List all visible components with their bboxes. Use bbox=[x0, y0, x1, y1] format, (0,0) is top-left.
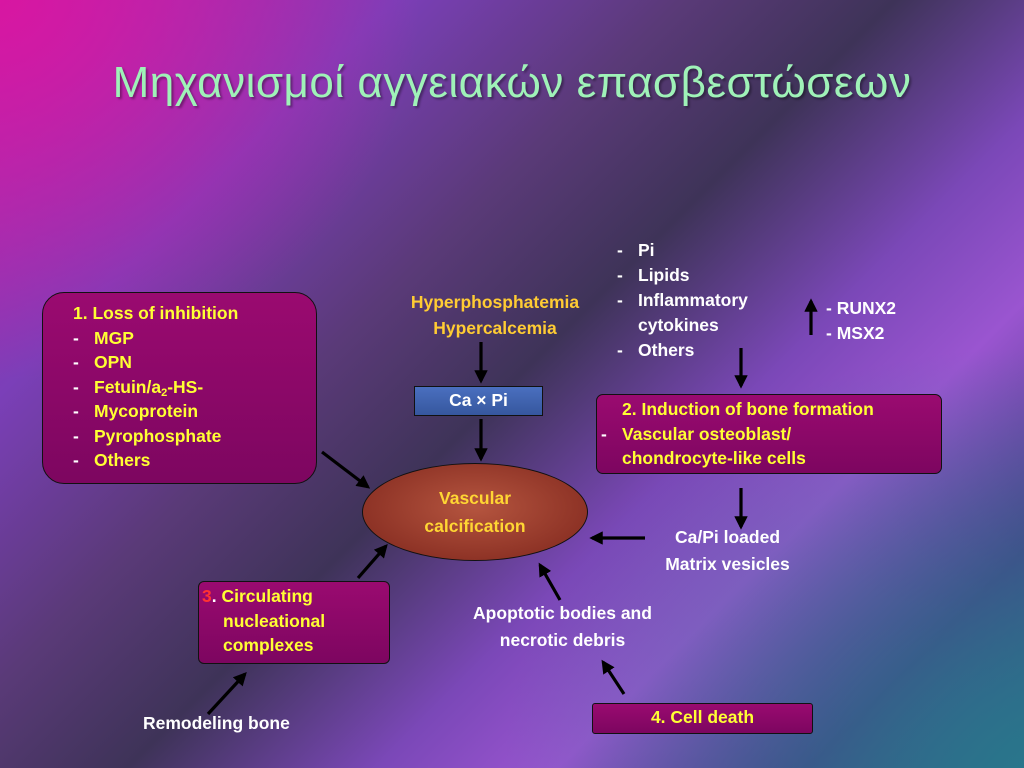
list-item: -Inflammatory bbox=[617, 290, 748, 310]
list-item: - OPN bbox=[73, 352, 132, 372]
regulators-list: - RUNX2 - MSX2 bbox=[826, 296, 896, 346]
list-item: - Fetuin/a2-HS- bbox=[73, 376, 204, 399]
list-item: -Pi bbox=[617, 240, 655, 260]
hyperphosphatemia-label: Hyperphosphatemia Hypercalcemia bbox=[410, 292, 580, 338]
arrow-apoptotic-to-calcification bbox=[538, 562, 562, 601]
list-item: - Mycoprotein bbox=[73, 401, 199, 421]
stimuli-list: -Pi -Lipids -Inflammatory cytokines -Oth… bbox=[617, 238, 748, 363]
arrow-remodeling-to-complexes bbox=[206, 672, 247, 716]
list-item: - Others bbox=[73, 450, 151, 470]
remodeling-bone-label: Remodeling bone bbox=[143, 713, 290, 733]
arrow-complexes-to-calcification bbox=[356, 543, 388, 580]
list-item: - Vascular osteoblast/ bbox=[601, 423, 792, 444]
bone-formation-heading: 2. Induction of bone formation bbox=[622, 399, 874, 419]
list-item: - Pyrophosphate bbox=[73, 425, 222, 446]
vascular-calcification-node: Vascular calcification bbox=[362, 463, 588, 561]
apoptotic-bodies-label: Apoptotic bodies and necrotic debris bbox=[473, 603, 652, 650]
list-item: cytokines bbox=[638, 315, 719, 335]
loss-of-inhibition-heading: 1. Loss of inhibition bbox=[73, 303, 239, 323]
matrix-vesicles-label: Ca/Pi loaded Matrix vesicles bbox=[665, 527, 790, 574]
list-item: - MSX2 bbox=[826, 323, 885, 343]
bone-formation-box: 2. Induction of bone formation - Vascula… bbox=[596, 394, 942, 474]
list-item: chondrocyte-like cells bbox=[622, 448, 806, 468]
nucleational-complexes-box: 3. Circulating nucleational complexes bbox=[198, 581, 390, 664]
ca-pi-product-box: Ca × Pi bbox=[414, 386, 543, 416]
list-item: -Others bbox=[617, 340, 695, 360]
list-item: -Lipids bbox=[617, 265, 690, 285]
cell-death-box: 4. Cell death bbox=[592, 703, 813, 734]
list-item: - RUNX2 bbox=[826, 298, 897, 318]
arrow-cell-death-to-apoptotic bbox=[601, 659, 626, 695]
arrow-inhibition-to-calcification bbox=[321, 450, 371, 489]
list-item: - MGP bbox=[73, 327, 134, 348]
slide-title: Μηχανισμοί αγγειακών επασβεστώσεων bbox=[112, 58, 912, 107]
loss-of-inhibition-box: 1. Loss of inhibition - MGP - OPN - Fetu… bbox=[42, 292, 317, 484]
